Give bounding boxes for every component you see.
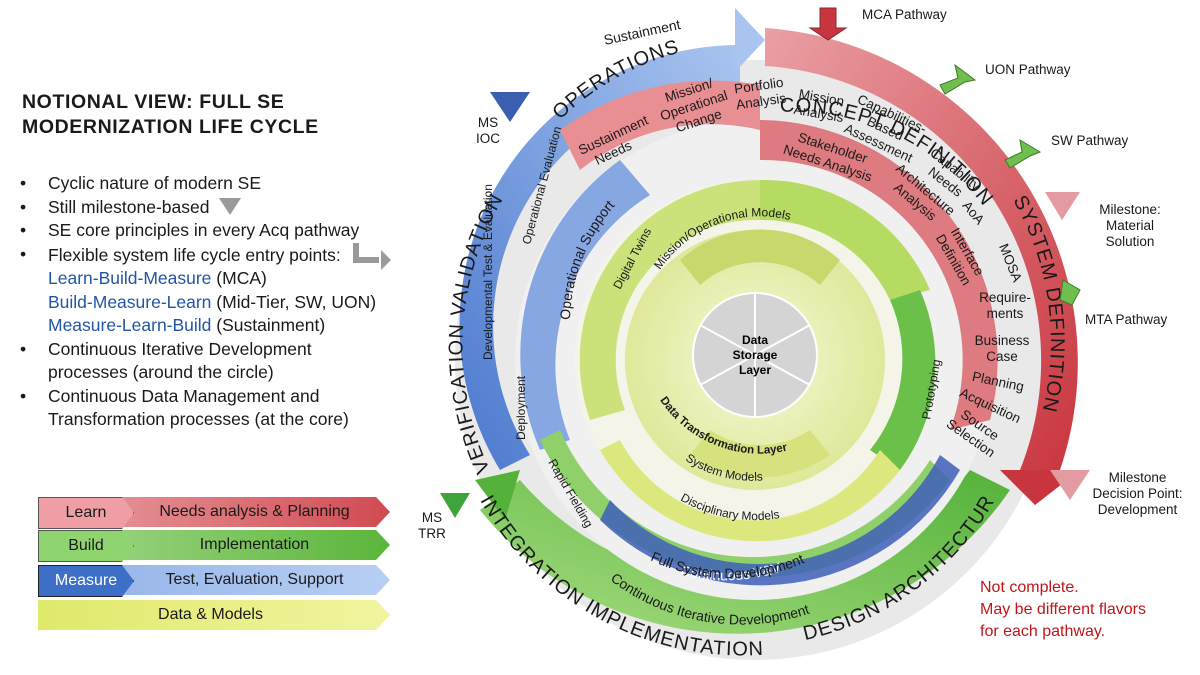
legend-data: Data & Models [38,600,390,630]
mca-pathway-label: MCA Pathway [862,7,947,22]
bullet-text-cont: processes (around the circle) [48,362,274,382]
data-storage-line-1: Data [742,333,768,347]
bullet-item: Still milestone-based [18,196,448,220]
ms-ioc-triangle-icon [490,92,530,122]
outer-blue-arrowhead [735,8,765,72]
bullet-text: SE core principles in every Acq pathway [48,220,360,240]
legend-bar [38,600,390,630]
ms-ioc-line-1: MS [477,115,499,130]
red-upper-band [560,80,760,170]
entry-method: Measure-Learn-Build [48,315,212,335]
milestone-material-label: Milestone: Material Solution [1080,202,1180,250]
entry-method: Build-Measure-Learn [48,291,212,312]
entry-scope: (Sustainment) [211,315,326,335]
mta-pathway-label: MTA Pathway [1085,312,1168,327]
system-models-band [690,430,830,478]
yellow-left-band [579,179,760,420]
bullet-item: Cyclic nature of modern SE [18,172,448,196]
bullet-list: Cyclic nature of modern SE Still milesto… [18,172,448,432]
note-line-3: for each pathway. [980,623,1106,640]
requirements-label: Require-ments [979,290,1031,321]
milestone-dev-line-1: Milestone [1108,470,1167,485]
note-line-1: Not complete. [980,579,1079,596]
outer-red-band [765,28,1078,470]
bullet-item: Continuous Data Management andTransforma… [18,385,448,432]
ms-trr-triangle-icon [440,493,470,518]
ms-trr-line-2: TRR [418,526,446,541]
bullet-text: Cyclic nature of modern SE [48,173,262,193]
legend-tag: Learn [38,497,134,529]
milestone-material-line-3: Solution [1105,234,1155,249]
core-dividers [699,293,811,417]
milestone-dev-label: Milestone Decision Point: Development [1085,470,1190,518]
bullet-item: SE core principles in every Acq pathway [18,219,448,243]
bullet-text: Flexible system life cycle entry points: [48,244,341,265]
outer-green-band [480,470,1010,634]
mca-pathway-icon [808,7,848,41]
milestone-dev-line-2: Decision Point: [1092,486,1183,501]
title-line-1: NOTIONAL VIEW: FULL SE [22,91,285,113]
bullet-item: Continuous Iterative Development processe… [18,338,448,385]
blue-vv-band [600,455,960,586]
ms-trr-label: MS TRR [412,510,452,542]
bullet-item: Flexible system life cycle entry points:… [18,242,448,338]
business-case-label: Business Case [974,333,1030,364]
legend-desc: Needs analysis & Planning [159,503,350,520]
milestone-dev-line-3: Development [1097,502,1178,517]
title-line-2: MODERNIZATION LIFE CYCLE [22,116,319,138]
milestone-material-line-1: Milestone: [1099,202,1161,217]
yellow-bottom-band [600,440,900,542]
ms-trr-line-1: MS [421,510,443,525]
entry-scope: (MCA) [211,268,267,288]
sw-pathway-icon [1004,139,1042,169]
green-inner-band [760,179,930,300]
page-title: NOTIONAL VIEW: FULL SE MODERNIZATION LIF… [22,90,319,140]
entry-point-item: Build-Measure-Learn (Mid-Tier, SW, UON) [48,291,448,315]
outer-blue-band [459,44,740,470]
legend-desc: Test, Evaluation, Support [165,571,344,588]
legend-tag: Build [38,530,134,562]
data-storage-line-3: Layer [739,363,771,377]
ms-ioc-line-2: IOC [475,131,500,146]
entry-point-item: Learn-Build-Measure (MCA) [48,267,448,291]
deployment-label: Deployment [514,375,528,440]
uon-pathway-label: UON Pathway [985,62,1071,77]
bullet-text: Continuous Iterative Development [48,338,312,359]
data-storage-line-2: Storage [733,348,778,362]
entry-point-arrow-icon [352,242,391,270]
prototyping-band [870,290,936,470]
milestone-material-line-2: Material [1105,218,1154,233]
blue-process-band [520,160,650,450]
ms-ioc-label: MS IOC [468,115,508,147]
uon-pathway-icon [939,63,977,95]
legend-desc: Implementation [199,536,310,553]
milestone-triangle-icon [219,197,242,215]
legend-desc: Data & Models [158,606,263,623]
sw-pathway-label: SW Pathway [1051,133,1129,148]
bullet-text-cont: Transformation processes (at the core) [48,409,349,429]
mta-pathway-icon [1059,279,1081,306]
bullet-text: Still milestone-based [48,196,210,217]
mission-models-band [680,229,840,285]
dev-test-label: Developmental Test & Evaluation [481,184,495,360]
outer-green-arrowhead [475,470,520,520]
milestone-dev-triangle-icon [1050,470,1090,500]
red-process-band [760,120,998,430]
legend-build: Build Implementation [38,530,390,560]
entry-method: Learn-Build-Measure [48,268,212,288]
legend-learn: Learn Needs analysis & Planning [38,497,390,527]
not-complete-note: Not complete. May be different flavors f… [980,577,1146,643]
note-line-2: May be different flavors [980,601,1147,618]
legend-tag: Measure [38,565,134,597]
entry-point-item: Measure-Learn-Build (Sustainment) [48,314,448,338]
legend-measure: Measure Test, Evaluation, Support [38,565,390,595]
entry-scope: (Mid-Tier, SW, UON) [211,291,377,312]
milestone-material-triangle-icon [1045,192,1080,220]
bullet-text: Continuous Data Management and [48,385,320,406]
